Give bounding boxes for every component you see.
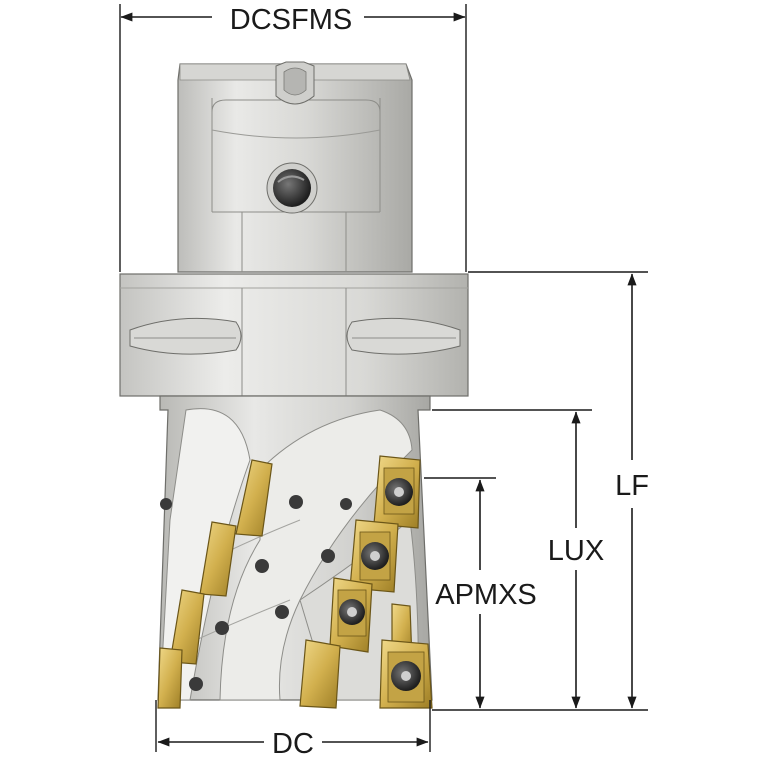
insert-screw-icon [391,661,421,691]
dimension-lux [432,409,592,709]
insert-bottom-mid [299,639,341,709]
insert-screw-icon [339,599,365,625]
dimension-apmxs [424,477,496,709]
insert-screw-icon [361,542,389,570]
dimension-lf [432,271,648,711]
lf-label: LF [615,470,649,502]
insert-screw-icon [385,478,413,506]
dcsfms-label: DCSFMS [230,4,352,36]
dc-label: DC [272,728,314,760]
apmxs-label: APMXS [435,579,537,611]
shank-hole-icon [266,162,318,214]
insert-left-2 [199,521,237,597]
insert-left-3 [169,589,205,665]
coolant-hole-icon [160,495,352,691]
tool-flange [119,273,469,397]
lux-label: LUX [548,535,604,567]
dimension-dcsfms [119,4,467,272]
insert-left-top [235,459,273,537]
insert-left-bottom [157,647,183,709]
dimension-dc [155,700,431,752]
